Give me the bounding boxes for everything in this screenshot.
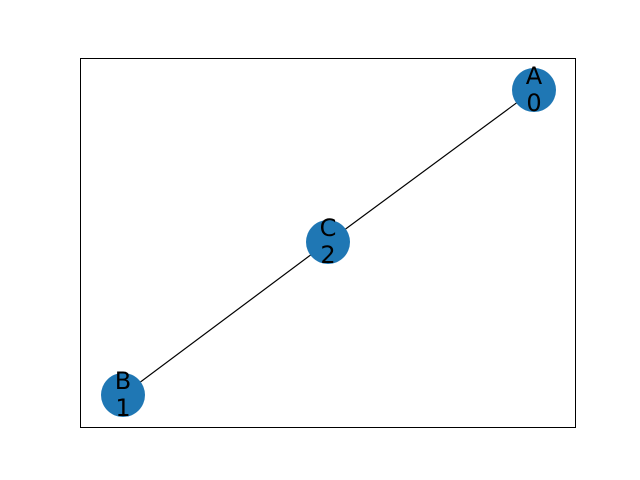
plot-frame <box>80 58 576 428</box>
node-c: C 2 <box>306 214 350 269</box>
edge-a-c <box>327 89 535 243</box>
node-b-value: 1 <box>115 394 130 422</box>
node-c-value: 2 <box>320 241 335 269</box>
node-c-label: C <box>320 214 337 242</box>
node-a-circle <box>512 68 556 112</box>
node-a-label: A <box>526 62 543 90</box>
node-a: A 0 <box>512 62 556 117</box>
edge-c-b <box>122 241 329 396</box>
node-b-label: B <box>115 367 131 395</box>
node-b-circle <box>101 373 145 417</box>
node-b: B 1 <box>101 367 145 422</box>
node-c-circle <box>306 220 350 264</box>
node-a-value: 0 <box>526 89 541 117</box>
